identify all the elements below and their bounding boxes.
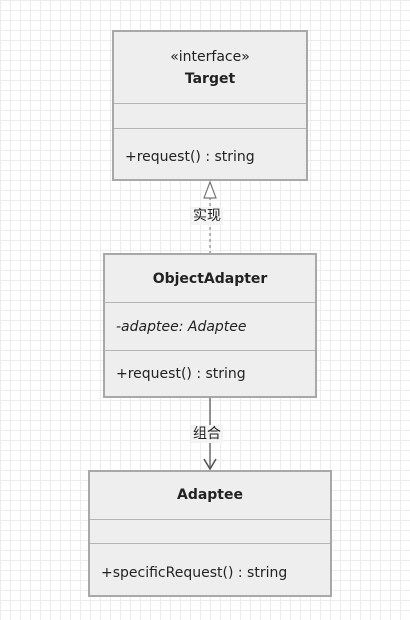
target-header: «interface» Target: [114, 32, 306, 104]
object-adapter-class-box[interactable]: ObjectAdapter -adaptee: Adaptee +request…: [103, 253, 317, 398]
object-adapter-attributes: -adaptee: Adaptee: [105, 303, 315, 351]
target-method-request: +request() : string: [125, 149, 255, 165]
realization-label: 实现: [191, 207, 223, 225]
target-class-box[interactable]: «interface» Target +request() : string: [112, 30, 308, 181]
object-adapter-methods: +request() : string: [105, 351, 315, 383]
object-adapter-method-request: +request() : string: [116, 366, 246, 382]
object-adapter-header: ObjectAdapter: [105, 255, 315, 303]
adaptee-methods: +specificRequest() : string: [90, 544, 330, 582]
adaptee-header: Adaptee: [90, 472, 330, 520]
adaptee-attributes: [90, 520, 330, 544]
adaptee-class-box[interactable]: Adaptee +specificRequest() : string: [88, 470, 332, 597]
object-adapter-attribute-adaptee: -adaptee: Adaptee: [116, 319, 247, 335]
adaptee-class-name: Adaptee: [176, 487, 243, 503]
composition-arrowhead: [203, 458, 217, 471]
adaptee-method-specific-request: +specificRequest() : string: [101, 565, 288, 581]
realization-arrowhead: [203, 180, 217, 199]
target-stereotype: «interface»: [170, 49, 250, 65]
composition-label: 组合: [191, 425, 223, 443]
target-attributes: [114, 104, 306, 129]
target-methods: +request() : string: [114, 129, 306, 166]
target-class-name: Target: [184, 71, 236, 87]
object-adapter-class-name: ObjectAdapter: [152, 271, 268, 287]
